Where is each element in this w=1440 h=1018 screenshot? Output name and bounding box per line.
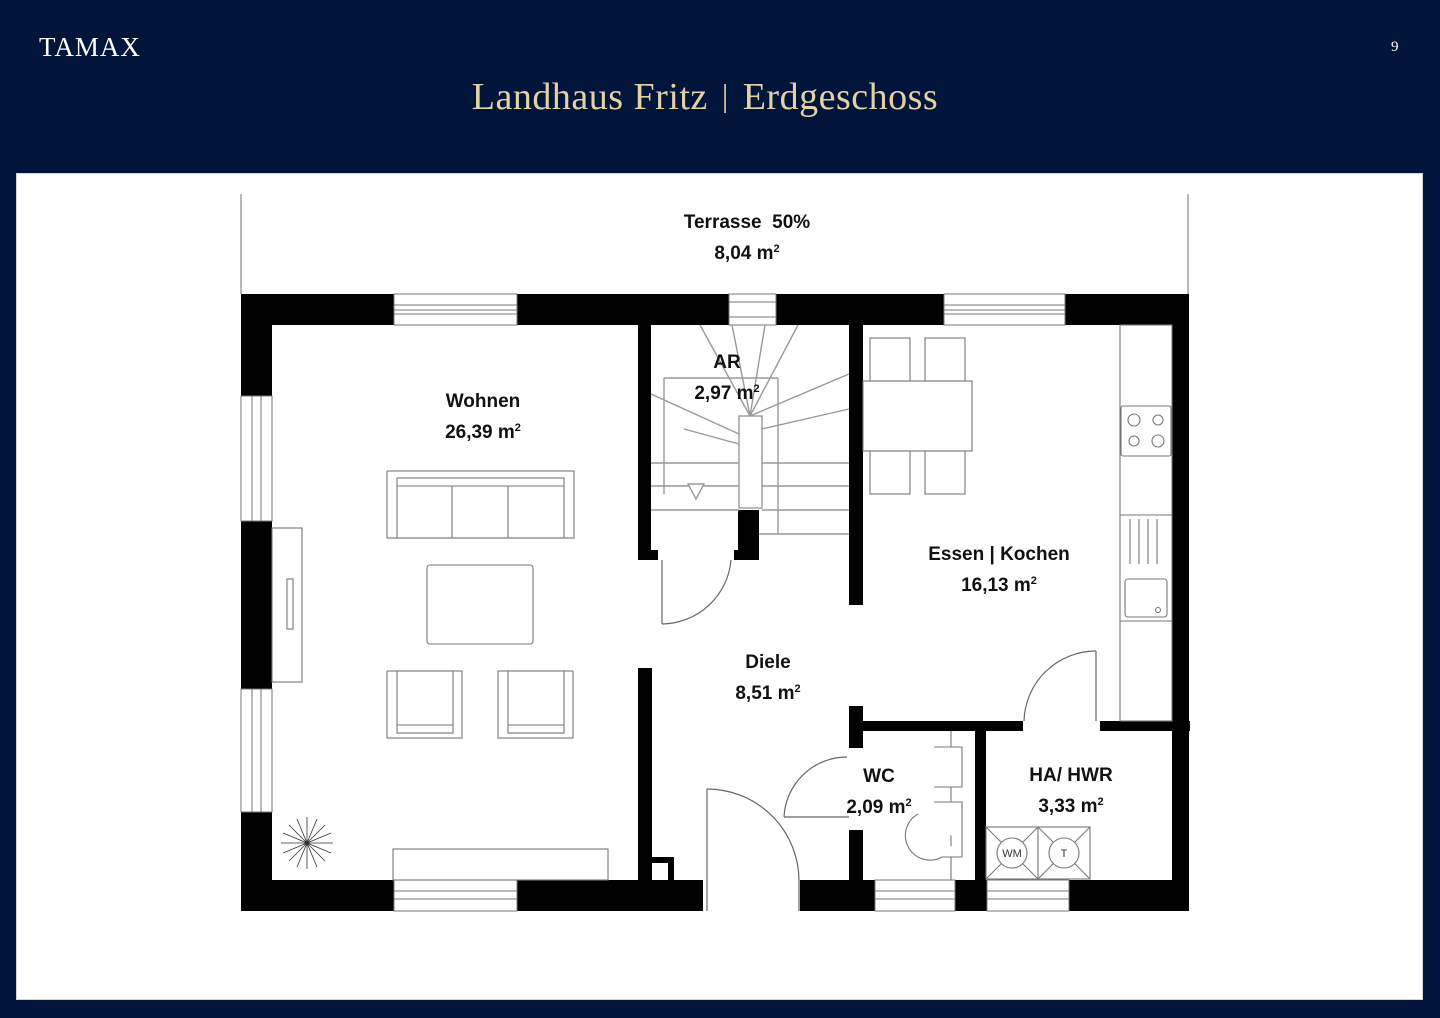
room-area: 8,04 m2 [714, 243, 780, 264]
title-floor: Erdgeschoss [742, 76, 939, 118]
title-project: Landhaus Fritz [471, 76, 708, 118]
furniture [271, 324, 1173, 881]
room-ha-hwr: HA/ HWR 3,33 m2 [1029, 762, 1112, 820]
room-ar: AR 2,97 m2 [694, 349, 759, 407]
exterior-walls [241, 294, 1189, 911]
windows [240, 293, 1070, 912]
room-diele: Diele 8,51 m2 [735, 649, 800, 707]
staircase [650, 324, 850, 535]
room-name: Essen | Kochen [928, 544, 1070, 565]
dryer-label: T [1061, 848, 1068, 860]
room-name: WC [863, 766, 895, 787]
room-area: 16,13 m2 [961, 575, 1037, 596]
washing-machine-label: WM [1002, 848, 1022, 860]
room-terrasse: Terrasse 50% 8,04 m2 [684, 209, 810, 267]
floorplan-drawing: WM T [240, 194, 1190, 912]
plant-icon [281, 817, 333, 869]
room-name: AR [713, 352, 741, 373]
room-area: 26,39 m2 [445, 422, 521, 443]
page-title: Landhaus Fritz | Erdgeschoss [0, 74, 1410, 121]
doors [661, 559, 1097, 911]
brand-logo: TAMAX [39, 32, 141, 62]
floorplan-panel: WM T Terrasse 50% 8,04 m2 Wohnen 26,39 m [16, 173, 1423, 1000]
room-area: 3,33 m2 [1038, 796, 1104, 817]
title-separator: | [721, 77, 729, 113]
room-wc: WC 2,09 m2 [846, 763, 911, 821]
room-name: Terrasse 50% [683, 212, 811, 233]
room-name: HA/ HWR [1029, 765, 1113, 786]
room-name: Diele [745, 652, 791, 673]
room-name: Wohnen [445, 391, 521, 412]
room-essen-kochen: Essen | Kochen 16,13 m2 [928, 541, 1070, 599]
interior-walls [638, 325, 1190, 883]
room-area: 2,97 m2 [694, 383, 760, 404]
room-wohnen: Wohnen 26,39 m2 [445, 388, 521, 446]
room-area: 2,09 m2 [846, 797, 912, 818]
room-area: 8,51 m2 [735, 683, 801, 704]
page-number: 9 [1391, 39, 1399, 55]
